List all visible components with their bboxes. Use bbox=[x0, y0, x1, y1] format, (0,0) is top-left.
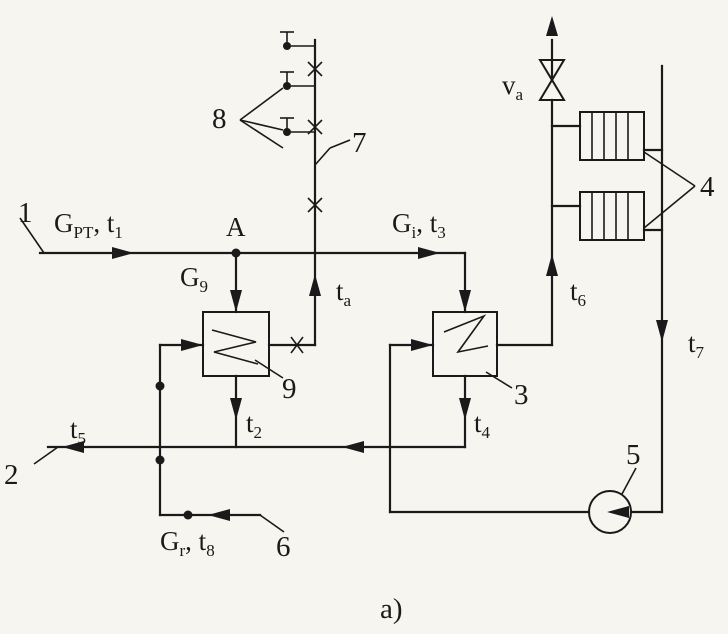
label-t6: t6 bbox=[570, 276, 586, 310]
dhw-riser bbox=[307, 38, 351, 347]
label-7: 7 bbox=[352, 127, 367, 159]
label-t5: t5 bbox=[70, 414, 86, 448]
supply-main-line bbox=[19, 217, 471, 314]
leader-3 bbox=[485, 371, 513, 389]
heating-return-riser bbox=[656, 64, 668, 514]
label-5: 5 bbox=[626, 439, 641, 471]
pump-5 bbox=[388, 343, 664, 534]
return-main-line bbox=[33, 441, 467, 465]
label-g9: G9 bbox=[180, 262, 208, 296]
label-t4: t4 bbox=[474, 408, 491, 442]
label-t7: t7 bbox=[688, 328, 705, 362]
air-valve bbox=[538, 59, 566, 101]
caption: a) bbox=[380, 593, 403, 625]
makeup-line bbox=[155, 339, 285, 533]
label-node-a: A bbox=[226, 212, 246, 242]
label-gr-t8: Gr, t8 bbox=[160, 526, 215, 560]
dhw-taps bbox=[239, 31, 315, 149]
heating-supply-riser bbox=[546, 16, 558, 347]
label-t2: t2 bbox=[246, 408, 262, 442]
label-6: 6 bbox=[276, 531, 291, 563]
label-1: 1 bbox=[18, 197, 33, 229]
label-2: 2 bbox=[4, 459, 19, 491]
leader-9 bbox=[254, 359, 284, 379]
heat-exchanger-3 bbox=[388, 311, 554, 449]
label-gpt-t1: GPT, t1 bbox=[54, 208, 123, 242]
label-ta: ta bbox=[336, 276, 352, 310]
heater-branch bbox=[230, 248, 242, 314]
label-va: va bbox=[502, 70, 524, 104]
label-3: 3 bbox=[514, 379, 529, 411]
label-gi-t3: Gi, t3 bbox=[392, 208, 446, 242]
radiators-4 bbox=[550, 111, 696, 241]
label-9: 9 bbox=[282, 373, 297, 405]
label-4: 4 bbox=[700, 171, 715, 203]
label-8: 8 bbox=[212, 103, 227, 135]
